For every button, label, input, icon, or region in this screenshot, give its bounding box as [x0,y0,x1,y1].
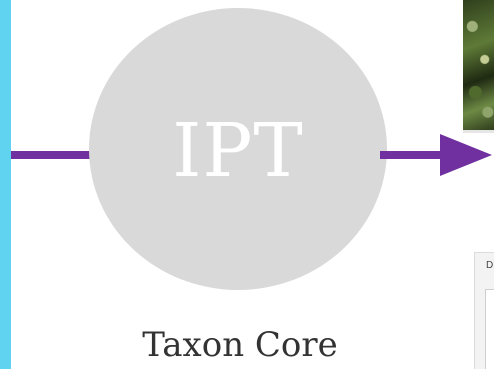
incoming-connector-line [11,151,95,159]
left-accent-strip [0,0,11,369]
photo-thumbnail [463,0,494,132]
ipt-node-label: IPT [172,108,304,194]
outgoing-connector-line [380,151,446,159]
ipt-node: IPT [89,8,387,290]
arrow-right-icon [440,134,492,176]
form-panel-label: D [486,260,494,271]
form-input-field[interactable] [485,289,494,369]
node-caption: Taxon Core [142,325,338,365]
photo-frame-edge [463,130,494,133]
